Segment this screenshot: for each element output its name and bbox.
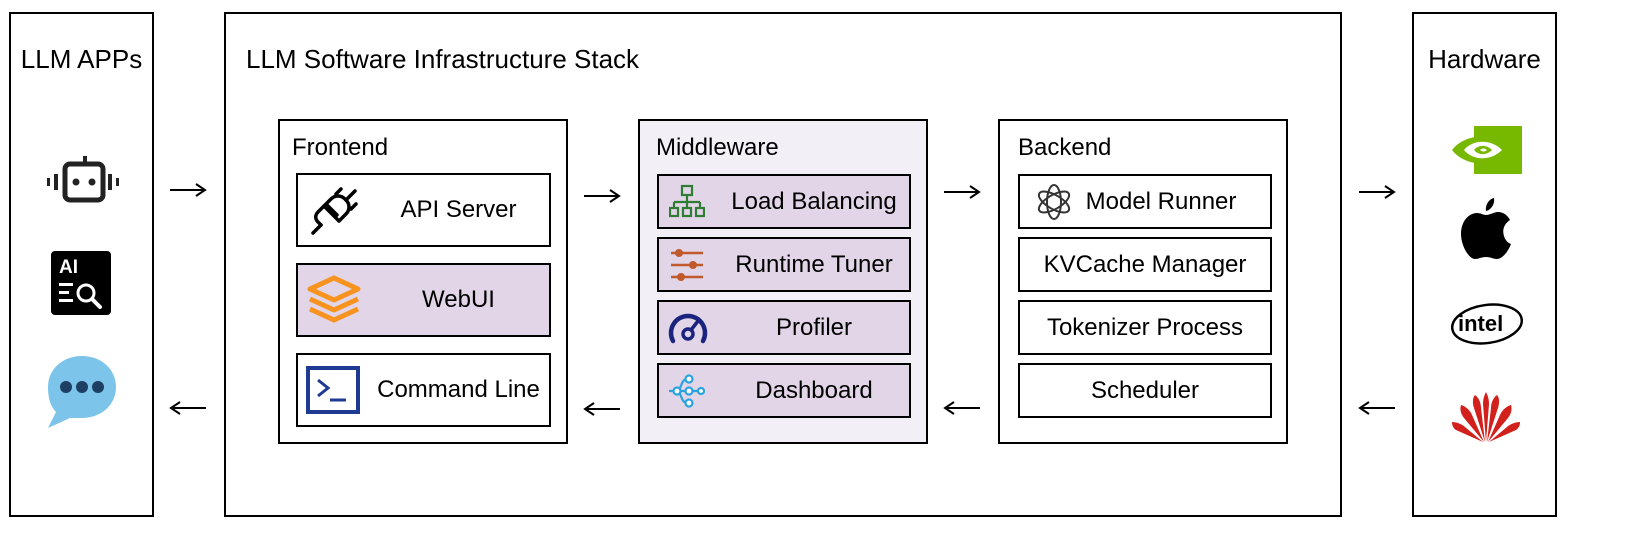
chat-bubble-icon bbox=[48, 356, 116, 428]
arrow-right-icon bbox=[170, 183, 207, 197]
intel-text: intel bbox=[1458, 311, 1503, 336]
profiler-label: Profiler bbox=[775, 313, 853, 341]
hardware-panel: Hardware intel bbox=[1412, 12, 1557, 517]
scheduler-label: Scheduler bbox=[1090, 376, 1200, 404]
frontend-panel: Frontend API Server WebUI bbox=[278, 119, 568, 444]
command-line-box[interactable]: Command Line bbox=[296, 353, 551, 427]
arrow-left-icon bbox=[169, 401, 206, 415]
plug-icon bbox=[311, 187, 358, 235]
robot-icon bbox=[47, 156, 119, 203]
sliders-icon bbox=[671, 248, 703, 281]
openai-knot-icon bbox=[1037, 183, 1071, 220]
arrow-left-icon bbox=[943, 401, 980, 415]
tokenizer-process-box[interactable]: Tokenizer Process bbox=[1018, 300, 1272, 355]
model-runner-label: Model Runner bbox=[1085, 187, 1237, 215]
runtime-tuner-box[interactable]: Runtime Tuner bbox=[657, 237, 911, 292]
load-balancing-box[interactable]: Load Balancing bbox=[657, 174, 911, 229]
layers-icon bbox=[307, 275, 361, 323]
arrow-right-icon bbox=[944, 185, 981, 199]
llm-apps-panel: LLM APPs AI bbox=[9, 12, 154, 517]
flow-icon bbox=[669, 373, 705, 408]
nvidia-logo-icon bbox=[1452, 126, 1522, 174]
backend-panel: Backend Model Runner KVCache Manager Tok… bbox=[998, 119, 1288, 444]
stack-title: LLM Software Infrastructure Stack bbox=[246, 44, 640, 74]
webui-box[interactable]: WebUI bbox=[296, 263, 551, 337]
api-server-label: API Server bbox=[400, 196, 517, 223]
dashboard-box[interactable]: Dashboard bbox=[657, 363, 911, 418]
tokenizer-process-label: Tokenizer Process bbox=[1046, 313, 1244, 341]
runtime-tuner-label: Runtime Tuner bbox=[735, 250, 893, 278]
scheduler-box[interactable]: Scheduler bbox=[1018, 363, 1272, 418]
terminal-icon bbox=[306, 366, 360, 414]
ai-badge-text: AI bbox=[59, 257, 78, 278]
frontend-title: Frontend bbox=[292, 134, 389, 161]
webui-label: WebUI bbox=[422, 286, 495, 313]
arrow-left-icon bbox=[1358, 401, 1395, 415]
model-runner-box[interactable]: Model Runner bbox=[1018, 174, 1272, 229]
arrow-right-icon bbox=[584, 189, 621, 203]
arrow-left-icon bbox=[583, 402, 620, 416]
apple-logo-icon bbox=[1461, 198, 1511, 259]
llm-apps-title: LLM APPs bbox=[20, 44, 143, 74]
hardware-title: Hardware bbox=[1428, 44, 1541, 74]
arrow-right-icon bbox=[1359, 185, 1396, 199]
middleware-title: Middleware bbox=[656, 134, 779, 161]
middleware-panel: Middleware Load Balancing bbox=[638, 119, 928, 444]
network-tree-icon bbox=[669, 184, 705, 217]
dashboard-label: Dashboard bbox=[755, 376, 873, 404]
kvcache-manager-box[interactable]: KVCache Manager bbox=[1018, 237, 1272, 292]
intel-logo-icon: intel bbox=[1450, 303, 1524, 345]
profiler-box[interactable]: Profiler bbox=[657, 300, 911, 355]
command-line-label: Command Line bbox=[377, 376, 540, 403]
backend-title: Backend bbox=[1018, 134, 1112, 161]
ai-search-icon: AI bbox=[51, 251, 111, 315]
load-balancing-label: Load Balancing bbox=[731, 187, 897, 215]
kvcache-manager-label: KVCache Manager bbox=[1043, 250, 1247, 278]
gauge-icon bbox=[668, 313, 708, 343]
huawei-logo-icon bbox=[1452, 392, 1520, 442]
api-server-box[interactable]: API Server bbox=[296, 173, 551, 247]
